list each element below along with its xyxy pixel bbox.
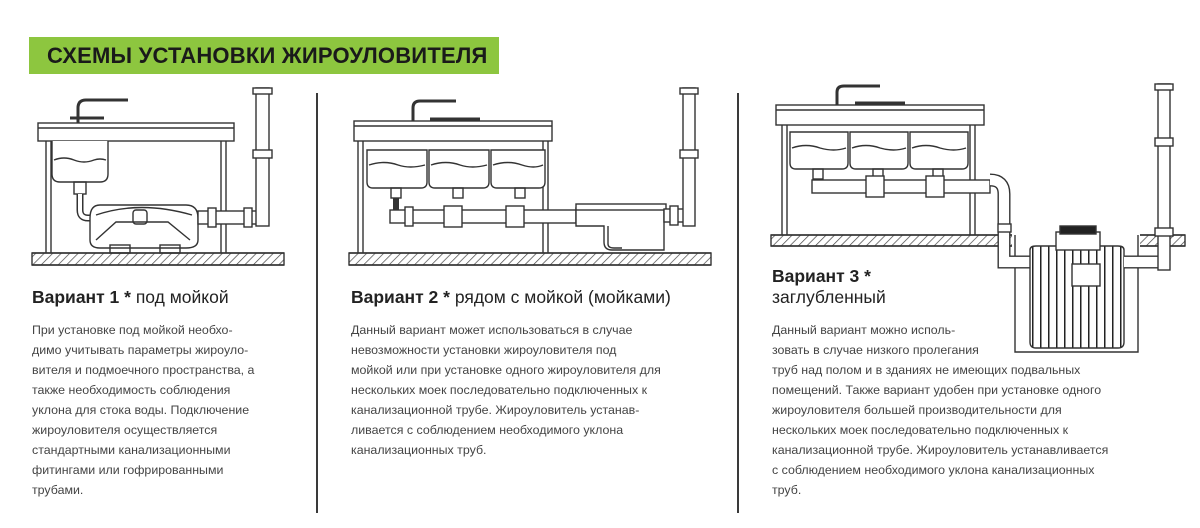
text-line: димо учитывать параметры жироуло- bbox=[32, 343, 249, 357]
grease-trap-1 bbox=[89, 204, 199, 249]
variant-2-label: Вариант 2 * bbox=[351, 287, 450, 307]
text-line: канализационной трубе. Жироуловитель уст… bbox=[772, 443, 1109, 457]
variant-2-description: Данный вариант может использоваться в сл… bbox=[351, 320, 711, 460]
text-line: зовать в случае низкого пролегания bbox=[772, 343, 979, 357]
floor-2 bbox=[348, 252, 712, 266]
text-line: фитингами или гофрированными bbox=[32, 463, 224, 477]
text-line: канализационной трубе. Жироуловитель уст… bbox=[351, 403, 640, 417]
text-line: помещений. Также вариант удобен при уста… bbox=[772, 383, 1102, 397]
column-divider-2 bbox=[737, 93, 739, 513]
text-line: трубами. bbox=[32, 483, 84, 497]
text-line: стандартными канализационными bbox=[32, 443, 231, 457]
text-line: уклона для стока воды. Подключение bbox=[32, 403, 250, 417]
text-line: вителя и подмоечного пространства, а bbox=[32, 363, 255, 377]
column-divider-1 bbox=[316, 93, 318, 513]
variant-1-heading: Вариант 1 * под мойкой bbox=[32, 287, 229, 308]
text-line: жироуловителя осуществляется bbox=[32, 423, 218, 437]
variant-3-subtitle: заглубленный bbox=[772, 287, 886, 307]
variant-1-description: При установке под мойкой необхо- димо уч… bbox=[32, 320, 284, 500]
text-line: невозможности установки жироуловителя по… bbox=[351, 343, 617, 357]
variant-2-heading: Вариант 2 * рядом с мойкой (мойками) bbox=[351, 287, 671, 308]
text-line: ливается с соблюдением необходимого укло… bbox=[351, 423, 624, 437]
diagram-variant-3 bbox=[770, 83, 1186, 353]
text-line: жироуловителя большей производительности… bbox=[772, 403, 1062, 417]
variant-3-description: Данный вариант можно исполь- зовать в сл… bbox=[772, 320, 1172, 500]
text-line: также необходимость соблюдения bbox=[32, 383, 231, 397]
countertop-1 bbox=[37, 122, 235, 142]
text-line: нескольких моек последовательно подключе… bbox=[351, 383, 648, 397]
variant-1-subtitle: под мойкой bbox=[130, 287, 229, 307]
page-title: СХЕМЫ УСТАНОВКИ ЖИРОУЛОВИТЕЛЯ bbox=[47, 43, 488, 68]
text-line: труб. bbox=[772, 483, 802, 497]
text-line: нескольких моек последовательно подключе… bbox=[772, 423, 1069, 437]
text-line: канализационных труб. bbox=[351, 443, 487, 457]
variant-2-subtitle: рядом с мойкой (мойками) bbox=[449, 287, 671, 307]
text-line: с соблюдением необходимого уклона канали… bbox=[772, 463, 1095, 477]
text-line: труб над полом и в зданиях не имеющих по… bbox=[772, 363, 1081, 377]
floor-1 bbox=[31, 252, 285, 266]
text-line: Данный вариант может использоваться в сл… bbox=[351, 323, 633, 337]
text-line: Данный вариант можно исполь- bbox=[772, 323, 956, 337]
countertop-3 bbox=[775, 104, 985, 126]
text-line: мойкой или при установке одного жироулов… bbox=[351, 363, 661, 377]
drain-riser-3 bbox=[1157, 83, 1171, 271]
page-title-banner: СХЕМЫ УСТАНОВКИ ЖИРОУЛОВИТЕЛЯ bbox=[29, 37, 499, 74]
variant-3-label: Вариант 3 * bbox=[772, 266, 871, 286]
diagram-variant-2 bbox=[348, 87, 712, 266]
variant-3-heading: Вариант 3 * заглубленный bbox=[772, 266, 886, 308]
diagram-variant-1 bbox=[31, 87, 285, 266]
grease-trap-2 bbox=[575, 207, 665, 251]
text-line: При установке под мойкой необхо- bbox=[32, 323, 233, 337]
countertop-2 bbox=[353, 120, 553, 142]
variant-1-label: Вариант 1 * bbox=[32, 287, 131, 307]
